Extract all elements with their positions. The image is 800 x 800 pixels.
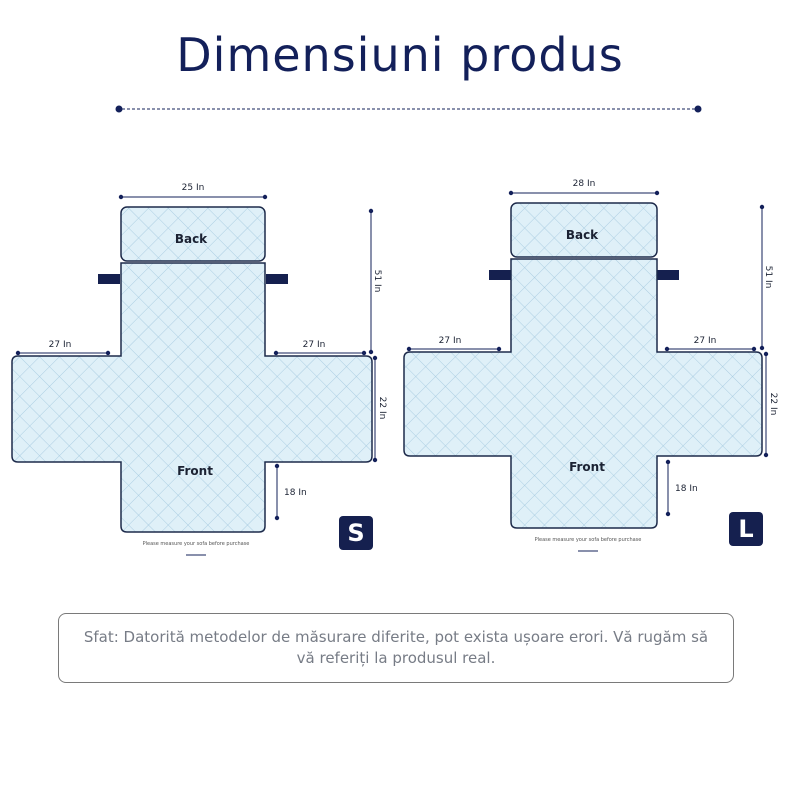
arm-depth-label: 22 In [377,397,387,420]
front-drop-label: 18 In [284,488,307,498]
right-strap [657,270,679,280]
page-title: Dimensiuni produs [176,28,624,82]
seat-panel [11,262,373,533]
back-panel [510,202,658,258]
size-s-badge: S [339,516,373,550]
back-width-label: 25 In [182,183,205,193]
size-l-badge: L [729,512,763,546]
back-label: Back [566,228,599,242]
left-arm-label: 27 In [439,336,462,346]
seat-panel [403,258,763,529]
height-label: 51 In [763,266,773,289]
tip-text: Sfat: Datorită metodelor de măsurare dif… [83,628,709,667]
measure-note-s: Please measure your sofa before purchase [142,541,250,547]
front-drop-label: 18 In [675,484,698,494]
front-label: Front [569,460,605,474]
right-strap [266,274,288,284]
arm-depth-label: 22 In [768,393,778,416]
height-label: 51 In [372,270,382,293]
left-arm-label: 27 In [49,340,72,350]
front-label: Front [177,464,213,478]
title-divider [115,105,702,113]
back-width-label: 28 In [573,179,596,189]
left-strap [98,274,120,284]
tip-box: Sfat: Datorită metodelor de măsurare dif… [58,613,734,683]
left-strap [489,270,511,280]
back-panel [120,206,266,262]
right-arm-label: 27 In [303,340,326,350]
back-label: Back [175,232,208,246]
measure-note-l: Please measure your sofa before purchase [534,537,642,543]
right-arm-label: 27 In [694,336,717,346]
